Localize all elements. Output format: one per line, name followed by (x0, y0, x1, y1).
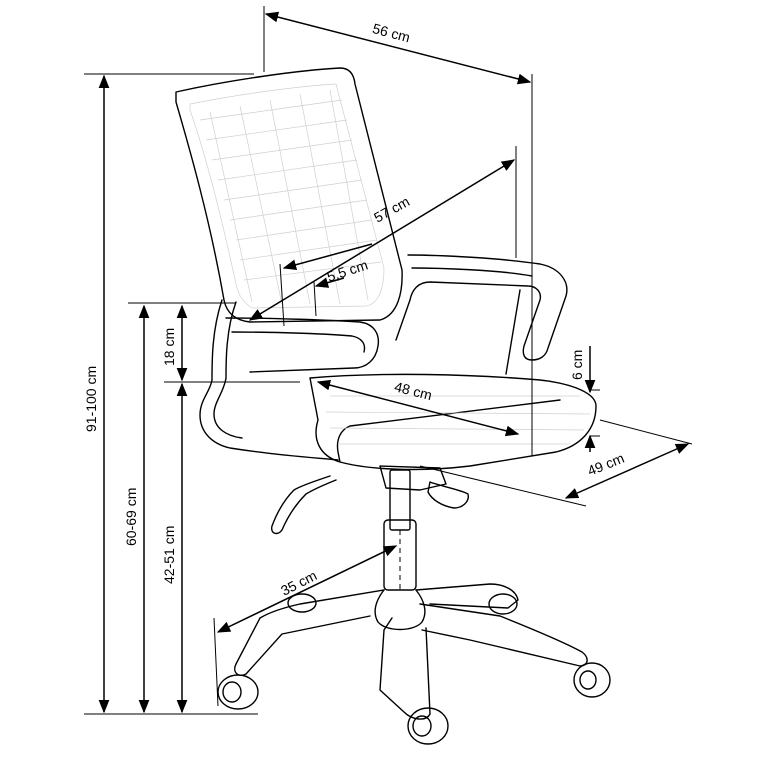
dim-seat-depth (316, 379, 520, 437)
chair-illustration (175, 67, 611, 745)
label-total-height: 91-100 cm (83, 366, 99, 432)
dim-base-radius (216, 545, 398, 633)
caster-right (573, 662, 611, 698)
label-arm-width: 57 cm (371, 193, 412, 225)
dimension-lines (84, 6, 693, 715)
label-arm-height: 18 cm (161, 328, 177, 366)
armrest-front (199, 299, 380, 461)
seat (309, 373, 597, 471)
label-seat-depth: 48 cm (393, 378, 434, 403)
caster-back-right (488, 593, 518, 615)
label-arm-floor-height: 60-69 cm (123, 488, 139, 546)
dim-top-depth (264, 11, 532, 85)
label-seat-thickness: 6 cm (569, 350, 585, 380)
caster-left (217, 674, 259, 710)
dim-arm-offset-line (282, 243, 373, 271)
armrest-right (395, 254, 568, 375)
caster-front (407, 707, 449, 745)
mechanism (270, 465, 469, 535)
backrest (175, 67, 403, 323)
label-seat-height: 42-51 cm (161, 526, 177, 584)
gas-lift (383, 469, 417, 591)
casters (217, 593, 611, 745)
dimension-labels: 56 cm 57 cm 5,5 cm 48 cm 6 cm 49 cm 91-1… (83, 20, 626, 599)
dim-seat-width (564, 443, 690, 499)
label-top-depth: 56 cm (371, 20, 412, 45)
dim-arm-width (248, 159, 516, 321)
